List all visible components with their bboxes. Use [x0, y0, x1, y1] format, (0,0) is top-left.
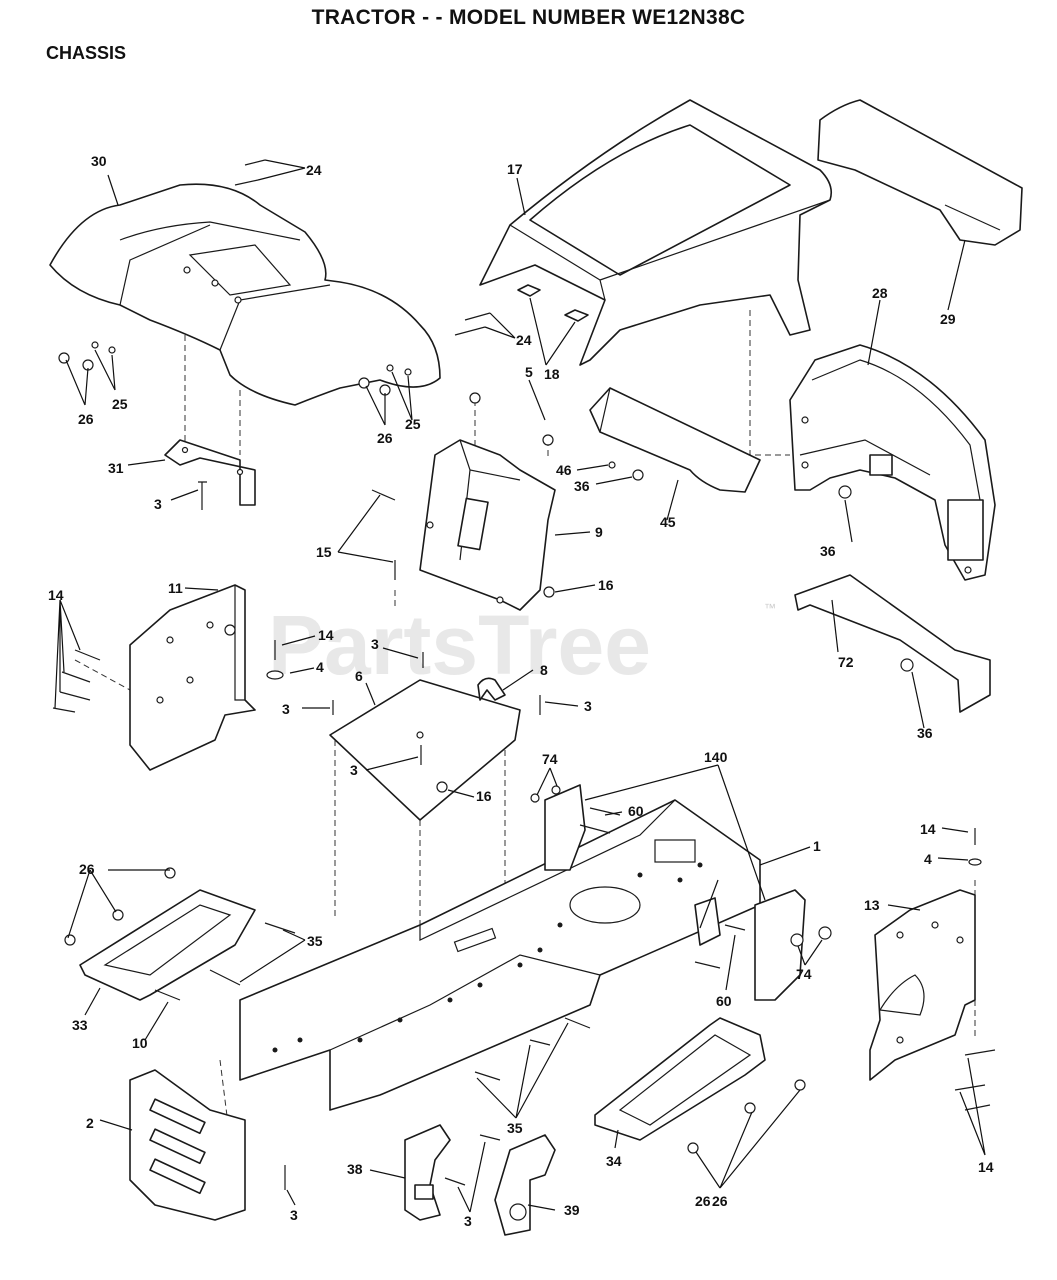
callout-25: 25 [112, 396, 128, 412]
callout-3g: 3 [290, 1207, 298, 1223]
callout-26c: 26 [79, 861, 95, 877]
callout-34: 34 [606, 1153, 622, 1169]
callout-33: 33 [72, 1017, 88, 1033]
leader-lines [54, 159, 986, 1213]
callout-36c: 36 [917, 725, 933, 741]
callout-46: 46 [556, 462, 572, 478]
bracket-72-part [794, 574, 991, 713]
watermark-text: PartsTree [268, 598, 651, 692]
callout-labels: 30 24 17 29 28 24 5 18 26 25 26 25 31 3 … [48, 153, 994, 1229]
callout-74: 74 [542, 751, 558, 767]
callout-74b: 74 [796, 966, 812, 982]
callout-5: 5 [525, 364, 533, 380]
callout-28: 28 [872, 285, 888, 301]
callout-11: 11 [168, 580, 183, 596]
callout-60: 60 [628, 803, 644, 819]
callout-30: 30 [91, 153, 107, 169]
callout-26d: 26 [712, 1193, 728, 1209]
clip-part [477, 677, 506, 701]
watermark-trademark: ™ [764, 601, 776, 615]
callout-15: 15 [316, 544, 332, 560]
callout-3: 3 [154, 496, 162, 512]
rear-cover-part [789, 344, 996, 581]
callout-10: 10 [132, 1035, 148, 1051]
callout-26b: 26 [377, 430, 393, 446]
callout-36: 36 [574, 478, 590, 494]
main-frame-part [239, 799, 761, 1111]
callout-18: 18 [544, 366, 560, 382]
callout-8: 8 [540, 662, 548, 678]
section-label: CHASSIS [46, 43, 127, 63]
callout-1: 1 [813, 838, 821, 854]
callout-6: 6 [355, 668, 363, 684]
mount-38-part [404, 1124, 451, 1221]
fender-seat-pan-part [479, 99, 833, 366]
callout-60b: 60 [716, 993, 732, 1009]
callout-26e: 26 [695, 1193, 711, 1209]
callout-39: 39 [564, 1202, 580, 1218]
callout-24: 24 [306, 162, 322, 178]
callout-45: 45 [660, 514, 676, 530]
left-side-panel-part [129, 584, 256, 771]
callout-4: 4 [316, 659, 324, 675]
callout-38: 38 [347, 1161, 363, 1177]
bracket-45-part [589, 387, 761, 493]
rear-deflector-part [817, 99, 1023, 246]
callout-3c: 3 [282, 701, 290, 717]
front-bracket-part [129, 1069, 246, 1221]
hinge-bracket-part [164, 439, 256, 506]
mount-39-part [494, 1134, 556, 1236]
callout-14d: 14 [978, 1159, 994, 1175]
callout-140: 140 [704, 749, 728, 765]
callout-16: 16 [598, 577, 614, 593]
right-side-panel-part [869, 889, 976, 1081]
callout-35b: 35 [507, 1120, 523, 1136]
rear-fender-part [49, 183, 441, 406]
callout-13: 13 [864, 897, 880, 913]
callout-35: 35 [307, 933, 323, 949]
callout-26: 26 [78, 411, 94, 427]
callout-3b: 3 [371, 636, 379, 652]
callout-29: 29 [940, 311, 956, 327]
left-footrest-part [79, 889, 256, 1001]
callout-17: 17 [507, 161, 523, 177]
fasteners [52, 159, 996, 1190]
callout-3d: 3 [584, 698, 592, 714]
dash-console-part [419, 439, 556, 611]
callout-2: 2 [86, 1115, 94, 1131]
callout-3f: 3 [464, 1213, 472, 1229]
callout-14: 14 [48, 587, 64, 603]
callout-4b: 4 [924, 851, 932, 867]
callout-3e: 3 [350, 762, 358, 778]
callout-14b: 14 [318, 627, 334, 643]
callout-72: 72 [838, 654, 854, 670]
callout-24b: 24 [516, 332, 532, 348]
floor-plate-part [329, 679, 521, 821]
callout-31: 31 [108, 460, 124, 476]
callout-9: 9 [595, 524, 603, 540]
callout-36b: 36 [820, 543, 836, 559]
right-footrest-part [594, 1017, 766, 1141]
callout-16b: 16 [476, 788, 492, 804]
callout-25b: 25 [405, 416, 421, 432]
callout-14c: 14 [920, 821, 936, 837]
diagram-title: TRACTOR - - MODEL NUMBER WE12N38C [311, 6, 746, 29]
plate-140-part [544, 784, 806, 1001]
